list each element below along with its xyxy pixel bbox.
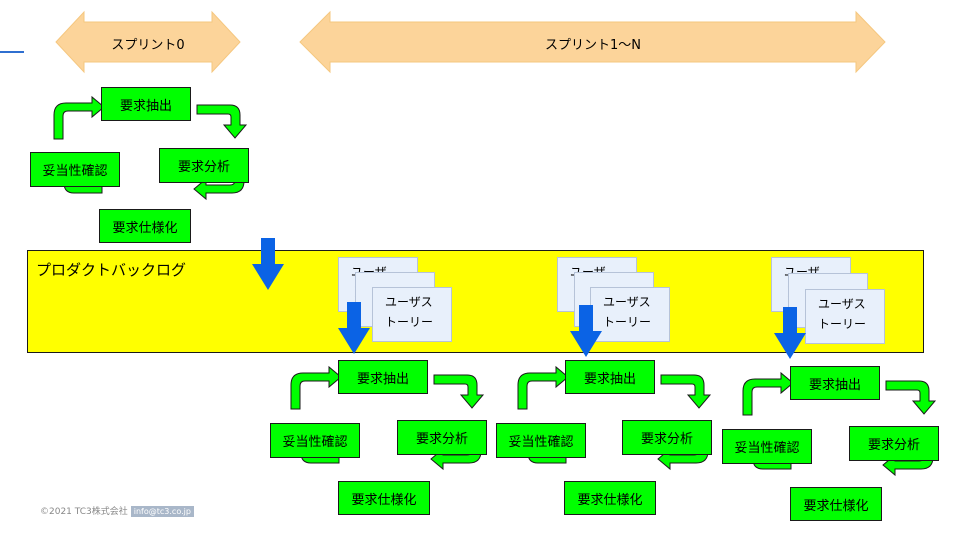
box-validate: 妥当性確認 [496, 423, 586, 458]
box-specify: 要求仕様化 [790, 487, 882, 521]
box-specify: 要求仕様化 [338, 481, 430, 515]
down-arrow-1 [338, 302, 370, 354]
box-specify: 要求仕様化 [564, 481, 656, 515]
box-validate: 妥当性確認 [722, 429, 812, 464]
email-badge: info@tc3.co.jp [130, 506, 194, 517]
product-backlog-title: プロダクトバックログ [36, 261, 187, 279]
box-validate: 妥当性確認 [270, 423, 360, 458]
down-arrow-2 [570, 305, 602, 357]
story-card-front: ユーザストーリー [590, 287, 670, 342]
story-card-front: ユーザストーリー [805, 289, 885, 344]
box-analyze: 要求分析 [397, 420, 487, 455]
box-extract: 要求抽出 [565, 360, 655, 394]
box-analyze: 要求分析 [849, 426, 939, 461]
box-analyze: 要求分析 [159, 148, 249, 183]
box-specify: 要求仕様化 [99, 209, 191, 243]
box-extract: 要求抽出 [338, 360, 428, 394]
sprint0-arrow [55, 10, 241, 74]
box-analyze: 要求分析 [622, 420, 712, 455]
story-card-front: ユーザストーリー [372, 287, 452, 342]
copyright: ©2021 TC3株式会社 [40, 507, 128, 517]
down-arrow-sprint0 [252, 238, 284, 290]
box-extract: 要求抽出 [101, 87, 191, 121]
accent-line [0, 51, 24, 53]
sprint1n-arrow [299, 10, 886, 74]
box-extract: 要求抽出 [790, 366, 880, 400]
sprint1n-label: スプリント1〜N [545, 38, 641, 53]
down-arrow-3 [774, 307, 806, 359]
sprint0-label: スプリント0 [111, 38, 185, 53]
box-validate: 妥当性確認 [30, 152, 120, 187]
